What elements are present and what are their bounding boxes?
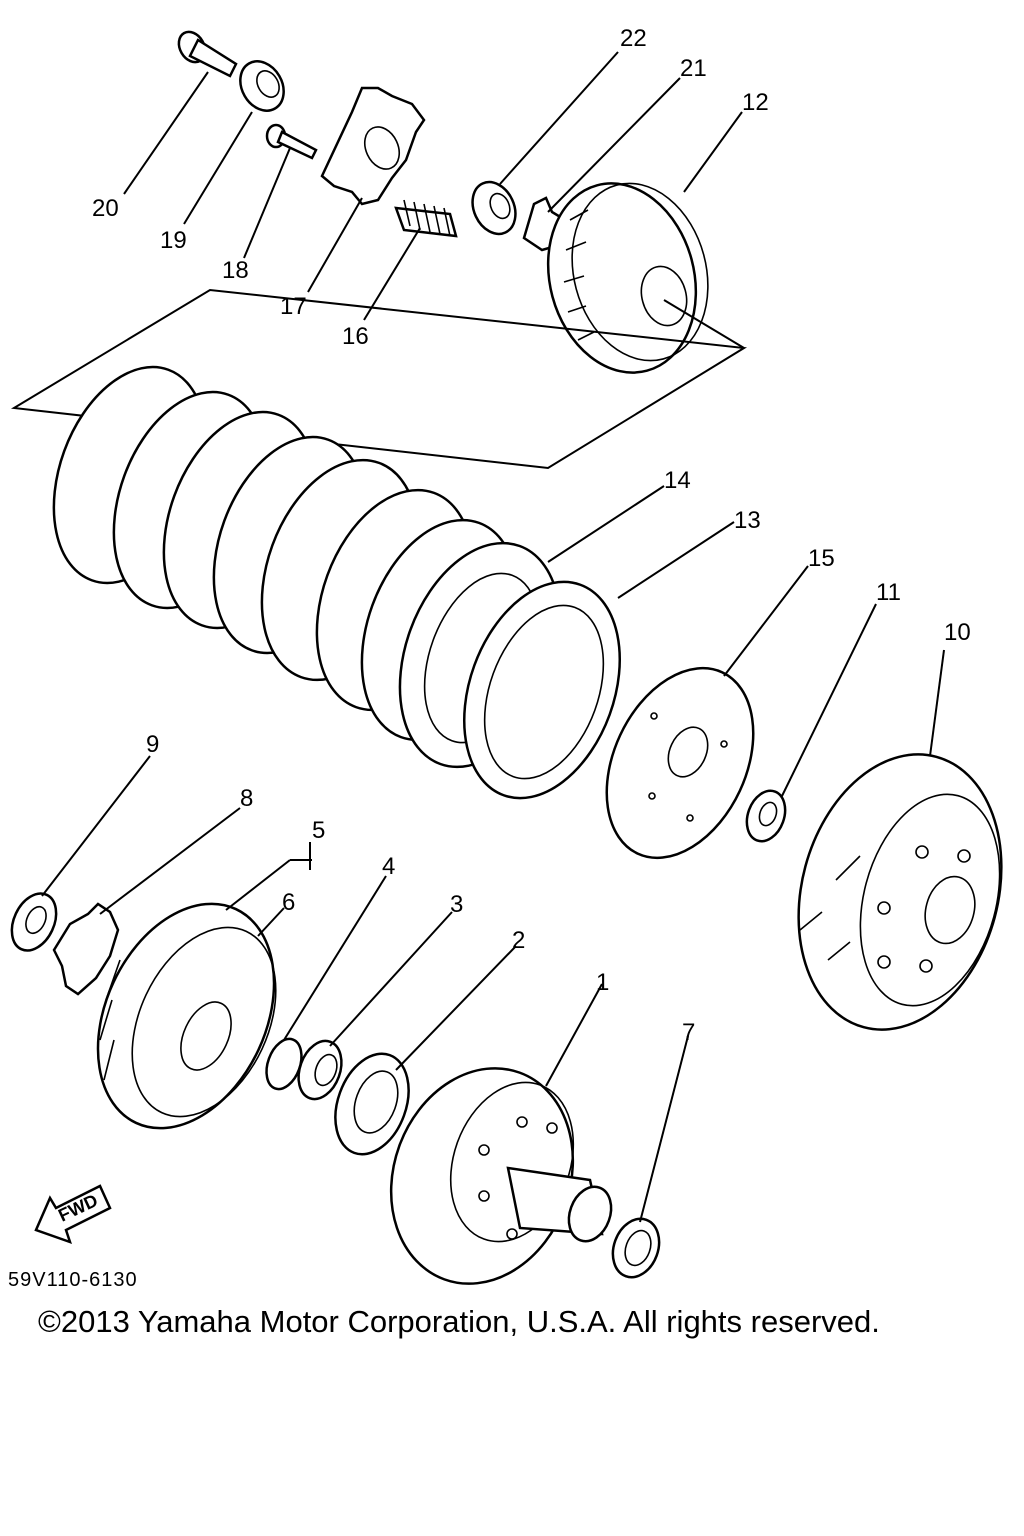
callout-6: 6	[282, 889, 295, 916]
forward-arrow-icon: FWD	[34, 1184, 112, 1245]
part-20-bolt	[177, 30, 238, 78]
callout-9: 9	[146, 731, 159, 758]
callout-20: 20	[92, 195, 119, 222]
callout-4: 4	[382, 853, 395, 880]
part-18-screw	[265, 123, 318, 160]
part-9-washer	[10, 892, 58, 952]
callout-10: 10	[944, 619, 971, 646]
callout-7: 7	[682, 1019, 695, 1046]
copyright-notice: ©2013 Yamaha Motor Corporation, U.S.A. A…	[38, 1304, 880, 1339]
callout-19: 19	[160, 227, 187, 254]
callout-15: 15	[808, 545, 835, 572]
callout-21: 21	[680, 55, 707, 82]
callout-5: 5	[312, 817, 325, 844]
callout-3: 3	[450, 891, 463, 918]
callout-16: 16	[342, 323, 369, 350]
callout-22: 22	[620, 25, 647, 52]
part-2-bearing	[334, 1052, 410, 1156]
part-11-washer	[745, 789, 787, 843]
callout-14: 14	[664, 467, 691, 494]
callout-13: 13	[734, 507, 761, 534]
part-10-clutch-housing	[797, 753, 1003, 1031]
part-19-bearing	[239, 60, 285, 112]
drawing-code: 59V110-6130	[8, 1269, 138, 1291]
part-13-friction-plate	[463, 580, 621, 800]
part-17-plate	[320, 86, 426, 206]
callout-18: 18	[222, 257, 249, 284]
callout-labels: 20 19 18 17 16 22 21 12 14 13 15 11 10 9…	[92, 25, 971, 1046]
leader-lines	[41, 51, 945, 1223]
callout-2: 2	[512, 927, 525, 954]
part-12-gear	[546, 182, 709, 374]
callout-8: 8	[240, 785, 253, 812]
callout-11: 11	[876, 579, 901, 606]
part-8-lockplate	[52, 902, 120, 996]
part-15-pressure-disc	[605, 666, 755, 860]
part-16-spring	[394, 199, 458, 238]
part-1-clutch-carrier	[389, 1067, 613, 1285]
part-3-spacer	[297, 1039, 343, 1101]
shaft-axis-line	[663, 299, 745, 349]
callout-1: 1	[596, 969, 609, 996]
callout-12: 12	[742, 89, 769, 116]
part-7-washer	[611, 1217, 661, 1279]
part-22-washer	[471, 180, 517, 236]
part-6-drive-assembly	[96, 902, 277, 1130]
callout-17: 17	[280, 293, 307, 320]
